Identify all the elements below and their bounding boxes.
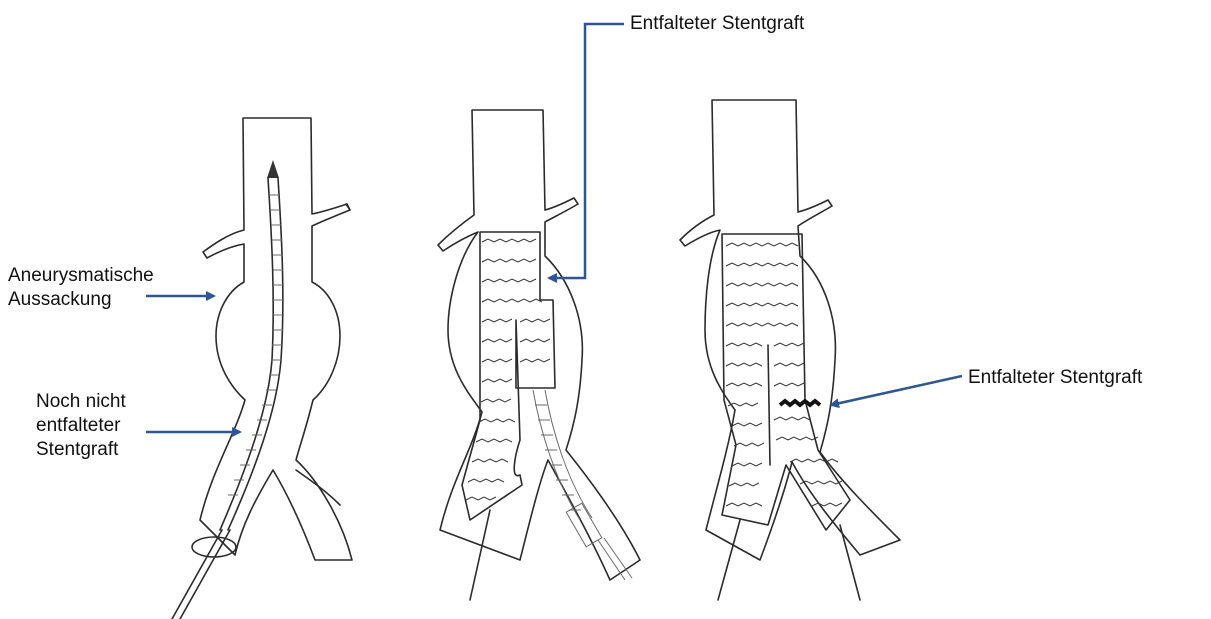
iliac-left-3 (718, 520, 740, 600)
graft-split (768, 345, 770, 465)
aorta-vessel (200, 118, 352, 560)
iliac-branch (296, 470, 340, 505)
panel-partial (438, 110, 640, 600)
label-undeployed: Noch nicht entfalteter Stentgraft (36, 390, 126, 462)
wire-right (598, 540, 625, 580)
iliac-right-3 (840, 525, 860, 600)
wire-left (470, 510, 490, 600)
label-deployed-right: Entfalteter Stentgraft (968, 366, 1142, 390)
catheter-sheath (220, 178, 273, 530)
label-aneurysm: Aneurysmatische Aussackung (8, 264, 154, 312)
graft-zigzag (466, 239, 550, 500)
graft-zigzag-3 (726, 243, 842, 506)
aorta-vessel-3 (680, 100, 900, 560)
label-deployed-top: Entfalteter Stentgraft (630, 12, 804, 36)
overlap-marker (780, 401, 820, 405)
label-aneurysm-line-1: Aneurysmatische (8, 264, 154, 288)
contralateral-sheath (533, 390, 580, 520)
label-undeployed-line-1: Noch nicht (36, 390, 126, 414)
delivery-wire (172, 530, 222, 619)
catheter-tip (267, 160, 279, 178)
arrow-deployed-right (831, 376, 962, 405)
sheath-rungs (228, 195, 283, 495)
sheath-opening (192, 537, 236, 557)
arrow-deployed-top (549, 24, 624, 278)
panel-undeployed (172, 118, 352, 619)
label-aneurysm-line-2: Aussackung (8, 288, 154, 312)
graft-body (462, 232, 555, 520)
wire-right-2 (604, 538, 632, 578)
panel-deployed (680, 100, 900, 600)
label-undeployed-line-2: entfalteter (36, 414, 126, 438)
label-undeployed-line-3: Stentgraft (36, 438, 126, 462)
delivery-wire-2 (180, 530, 230, 619)
catheter-sheath-inner (228, 178, 283, 530)
